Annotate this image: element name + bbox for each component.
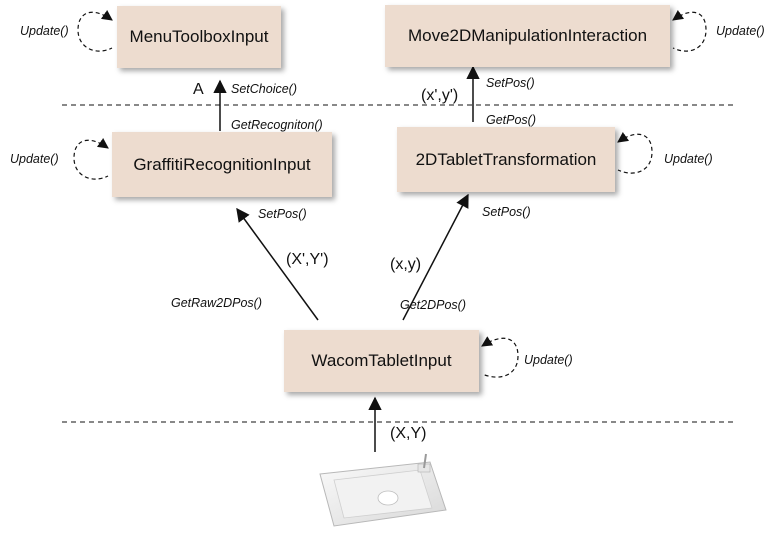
node-menu-toolbox-input: MenuToolboxInput [117,6,281,68]
edge-call-get2dpos: Get2DPos() [400,298,466,312]
update-loop-transform [617,132,653,174]
arrow-wacom-to-transform [402,193,469,321]
node-graffiti-recognition-input: GraffitiRecognitionInput [112,132,332,197]
edge-value-transformed-pos: (x',y') [421,87,459,104]
update-loop-graffiti [73,138,109,180]
edge-call-setchoice: SetChoice() [231,82,297,96]
graphics-tablet-icon [319,453,447,527]
update-loop-move2d [672,10,707,52]
edge-value-device-pos: (X,Y) [390,425,427,442]
arrow-wacom-to-graffiti [236,207,319,321]
edge-call-setpos-graffiti: SetPos() [258,207,307,221]
edge-call-getpos: GetPos() [486,113,537,127]
update-label-move2d: Update() [716,24,765,38]
update-label-wacom: Update() [524,353,573,367]
edge-value-choice: A [193,81,204,98]
edge-call-getraw2dpos: GetRaw2DPos() [171,296,262,310]
update-loop-wacom [481,336,519,378]
update-loop-menu [77,10,113,52]
edge-call-getrecognition: GetRecogniton() [231,118,323,132]
edge-call-setpos-move2d: SetPos() [486,76,535,90]
node-move2d-manipulation-interaction: Move2DManipulationInteraction [385,5,670,67]
edge-value-2d-pos: (x,y) [390,256,422,273]
edge-call-setpos-transform: SetPos() [482,205,531,219]
node-2d-tablet-transformation: 2DTabletTransformation [397,127,615,192]
edge-value-raw-pos: (X',Y') [286,251,329,268]
update-label-menu: Update() [20,24,69,38]
update-label-transform: Update() [664,152,713,166]
node-wacom-tablet-input: WacomTabletInput [284,330,479,392]
update-label-graffiti: Update() [10,152,59,166]
